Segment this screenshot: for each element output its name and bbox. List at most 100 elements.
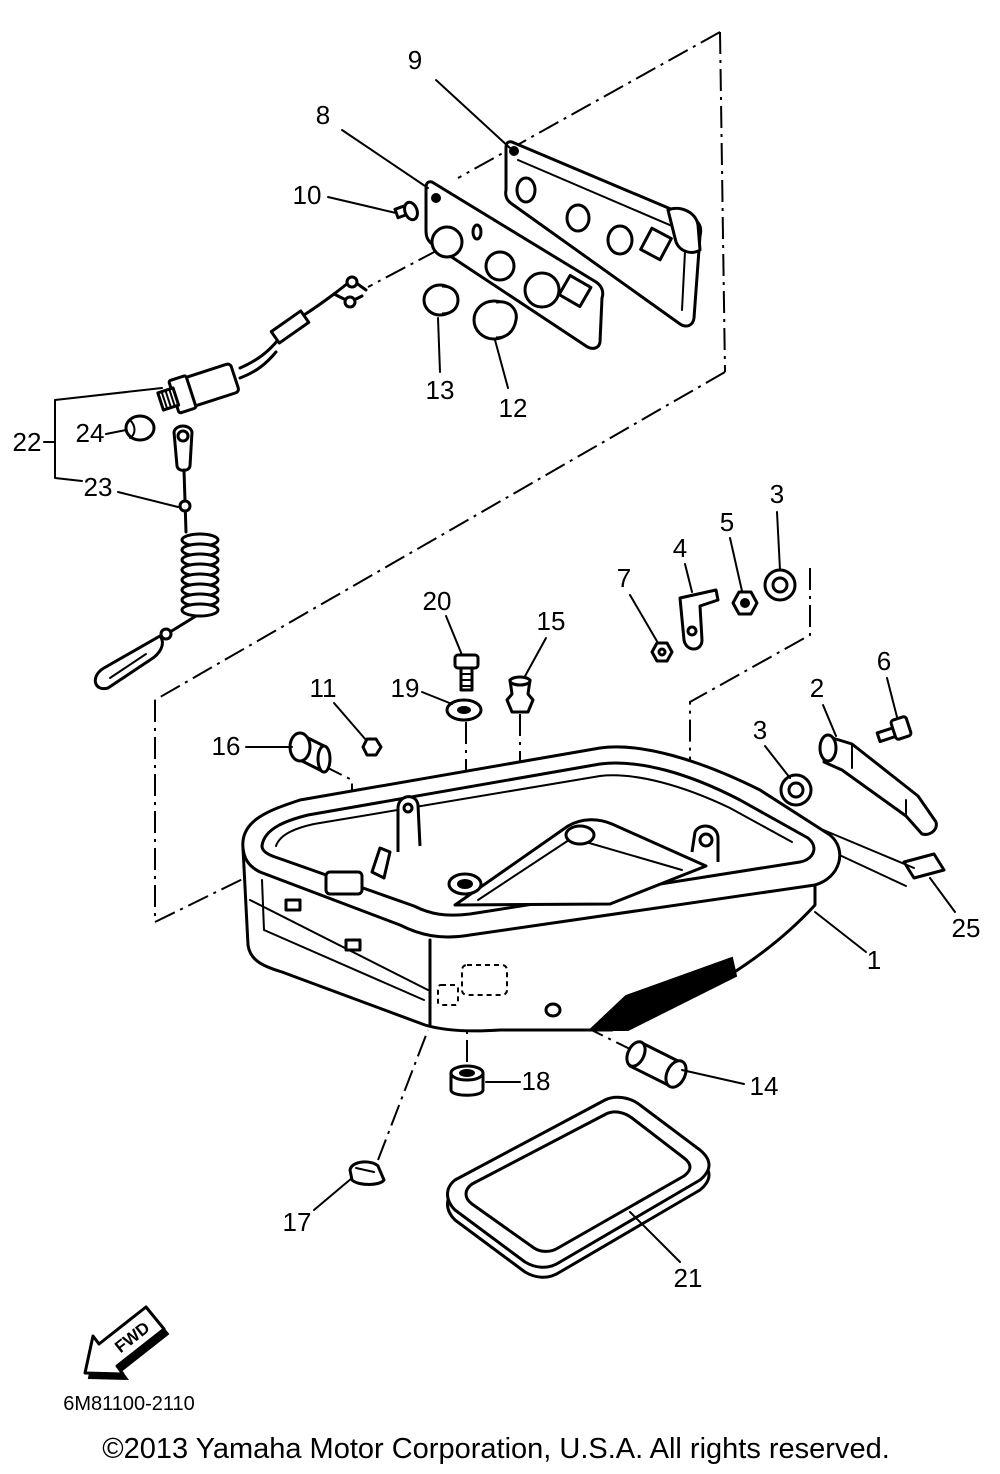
- bolt-part-6: [875, 715, 913, 744]
- boundary-line-left: [154, 700, 256, 924]
- grommet-18-hole: [459, 1069, 475, 1077]
- leader-line-7: [629, 594, 659, 644]
- bolt-20-head: [453, 653, 480, 670]
- callout-18: 18: [522, 1066, 551, 1096]
- bolt-part-20: [453, 653, 480, 692]
- fitting-15-body: [505, 678, 535, 714]
- leader-line-22: [43, 387, 163, 482]
- lanyard-bead-lower: [159, 627, 173, 641]
- stop-switch-part-22: [156, 275, 368, 415]
- lever-2-edge: [851, 743, 907, 817]
- plug-12-rim: [495, 300, 518, 340]
- leader-line-19: [421, 691, 453, 705]
- panel-hole-2: [565, 203, 591, 233]
- panel-8-slot: [471, 223, 483, 241]
- callout-20: 20: [423, 586, 452, 616]
- boundary-line-top: [457, 31, 721, 179]
- plug-14-back: [625, 1040, 647, 1068]
- grommet-3-lower-inner: [787, 781, 805, 799]
- fwd-arrow-shape: [83, 1305, 166, 1376]
- callout-9: 9: [408, 45, 422, 75]
- nut-part-11: [361, 737, 383, 757]
- cowling-side-slot-2: [344, 938, 362, 952]
- boundary-line-switch: [367, 249, 439, 288]
- cowling-drain-hole: [457, 879, 473, 889]
- leader-line-24: [105, 429, 127, 435]
- bottom-cowling-part-1: [241, 745, 842, 1033]
- callout-19: 19: [391, 673, 420, 703]
- lever-2-body: [822, 734, 938, 836]
- clip-part-17: [348, 1160, 386, 1186]
- screw-head: [403, 200, 419, 222]
- clip-17-body: [348, 1160, 386, 1186]
- grommet-part-3-upper: [763, 568, 797, 602]
- leader-line-3-lower: [764, 745, 791, 779]
- boundary-line-right: [719, 31, 726, 373]
- leader-line-1: [814, 911, 867, 953]
- leader-line-3-upper: [776, 511, 781, 571]
- coil-loop-8: [180, 602, 220, 618]
- leader-line-11: [333, 702, 367, 741]
- leader-line-13: [437, 317, 441, 373]
- panel-plate-part-9: [504, 140, 703, 328]
- switch-wire-3: [302, 292, 336, 317]
- leader-line-23: [117, 491, 179, 508]
- lanyard-cord-lower: [168, 614, 198, 634]
- boundary-line-clip-17: [377, 1029, 429, 1161]
- cowling-rear-tab-left-hole: [402, 802, 414, 814]
- leader-line-14: [681, 1069, 745, 1085]
- switch-wire-1: [238, 338, 280, 370]
- callout-25: 25: [952, 913, 981, 943]
- leader-line-8: [341, 129, 429, 189]
- panel-plate-part-8: [424, 180, 605, 350]
- cowling-rim-inner-edge: [275, 774, 793, 847]
- plug-part-13: [422, 283, 460, 317]
- cowling-front-hole: [544, 1002, 562, 1018]
- leader-line-9: [435, 79, 511, 149]
- callout-14: 14: [750, 1071, 779, 1101]
- leader-lines: [43, 79, 956, 1263]
- panel-plate-8-pin: [431, 193, 441, 203]
- leader-line-4: [684, 563, 693, 593]
- switch-wire-2: [238, 350, 278, 380]
- grommet-3-upper-inner: [771, 576, 789, 594]
- callout-13: 13: [426, 375, 455, 405]
- leader-line-25: [929, 877, 956, 913]
- gasket-part-21: [446, 1095, 711, 1279]
- boundary-line-grommet-16: [321, 764, 353, 880]
- leader-line-20: [445, 615, 463, 656]
- cowling-side-slot-1: [284, 898, 302, 912]
- callout-23: 23: [84, 472, 113, 502]
- switch-body-group: [156, 362, 240, 415]
- bracket-4-body: [678, 588, 720, 651]
- panel-8-hole-2: [484, 250, 516, 282]
- lanyard-end-clip-slot: [109, 653, 147, 679]
- callout-7: 7: [617, 563, 631, 593]
- leader-line-17: [313, 1177, 353, 1211]
- nut-part-5: [731, 590, 759, 616]
- gasket-21-inner: [464, 1110, 692, 1253]
- switch-thread-lines: [160, 388, 176, 410]
- clip-17-edge: [355, 1167, 375, 1173]
- cowling-left-side-inner: [261, 879, 425, 1001]
- callout-8: 8: [316, 100, 330, 130]
- grommet-part-16: [288, 731, 332, 774]
- grommet-part-3-lower: [779, 773, 813, 807]
- callout-12: 12: [499, 393, 528, 423]
- switch-wire-sleeve: [269, 309, 311, 345]
- panel-8-hole-4: [557, 273, 593, 309]
- panel-hole-3: [606, 224, 634, 256]
- leader-line-5: [729, 537, 743, 592]
- copyright-notice: ©2013 Yamaha Motor Corporation, U.S.A. A…: [102, 1433, 890, 1465]
- nut-11-hex: [361, 737, 383, 757]
- nut-5-hole: [740, 598, 750, 608]
- fitting-part-15: [505, 675, 535, 714]
- panel-connector: [666, 206, 702, 254]
- plug-14-face: [664, 1059, 688, 1089]
- grommet-part-18: [449, 1064, 485, 1097]
- plug-13-rim: [441, 284, 460, 316]
- sticker-25-shape: [902, 852, 946, 880]
- panel-8-hole-1: [430, 225, 464, 259]
- callout-4: 4: [673, 533, 687, 563]
